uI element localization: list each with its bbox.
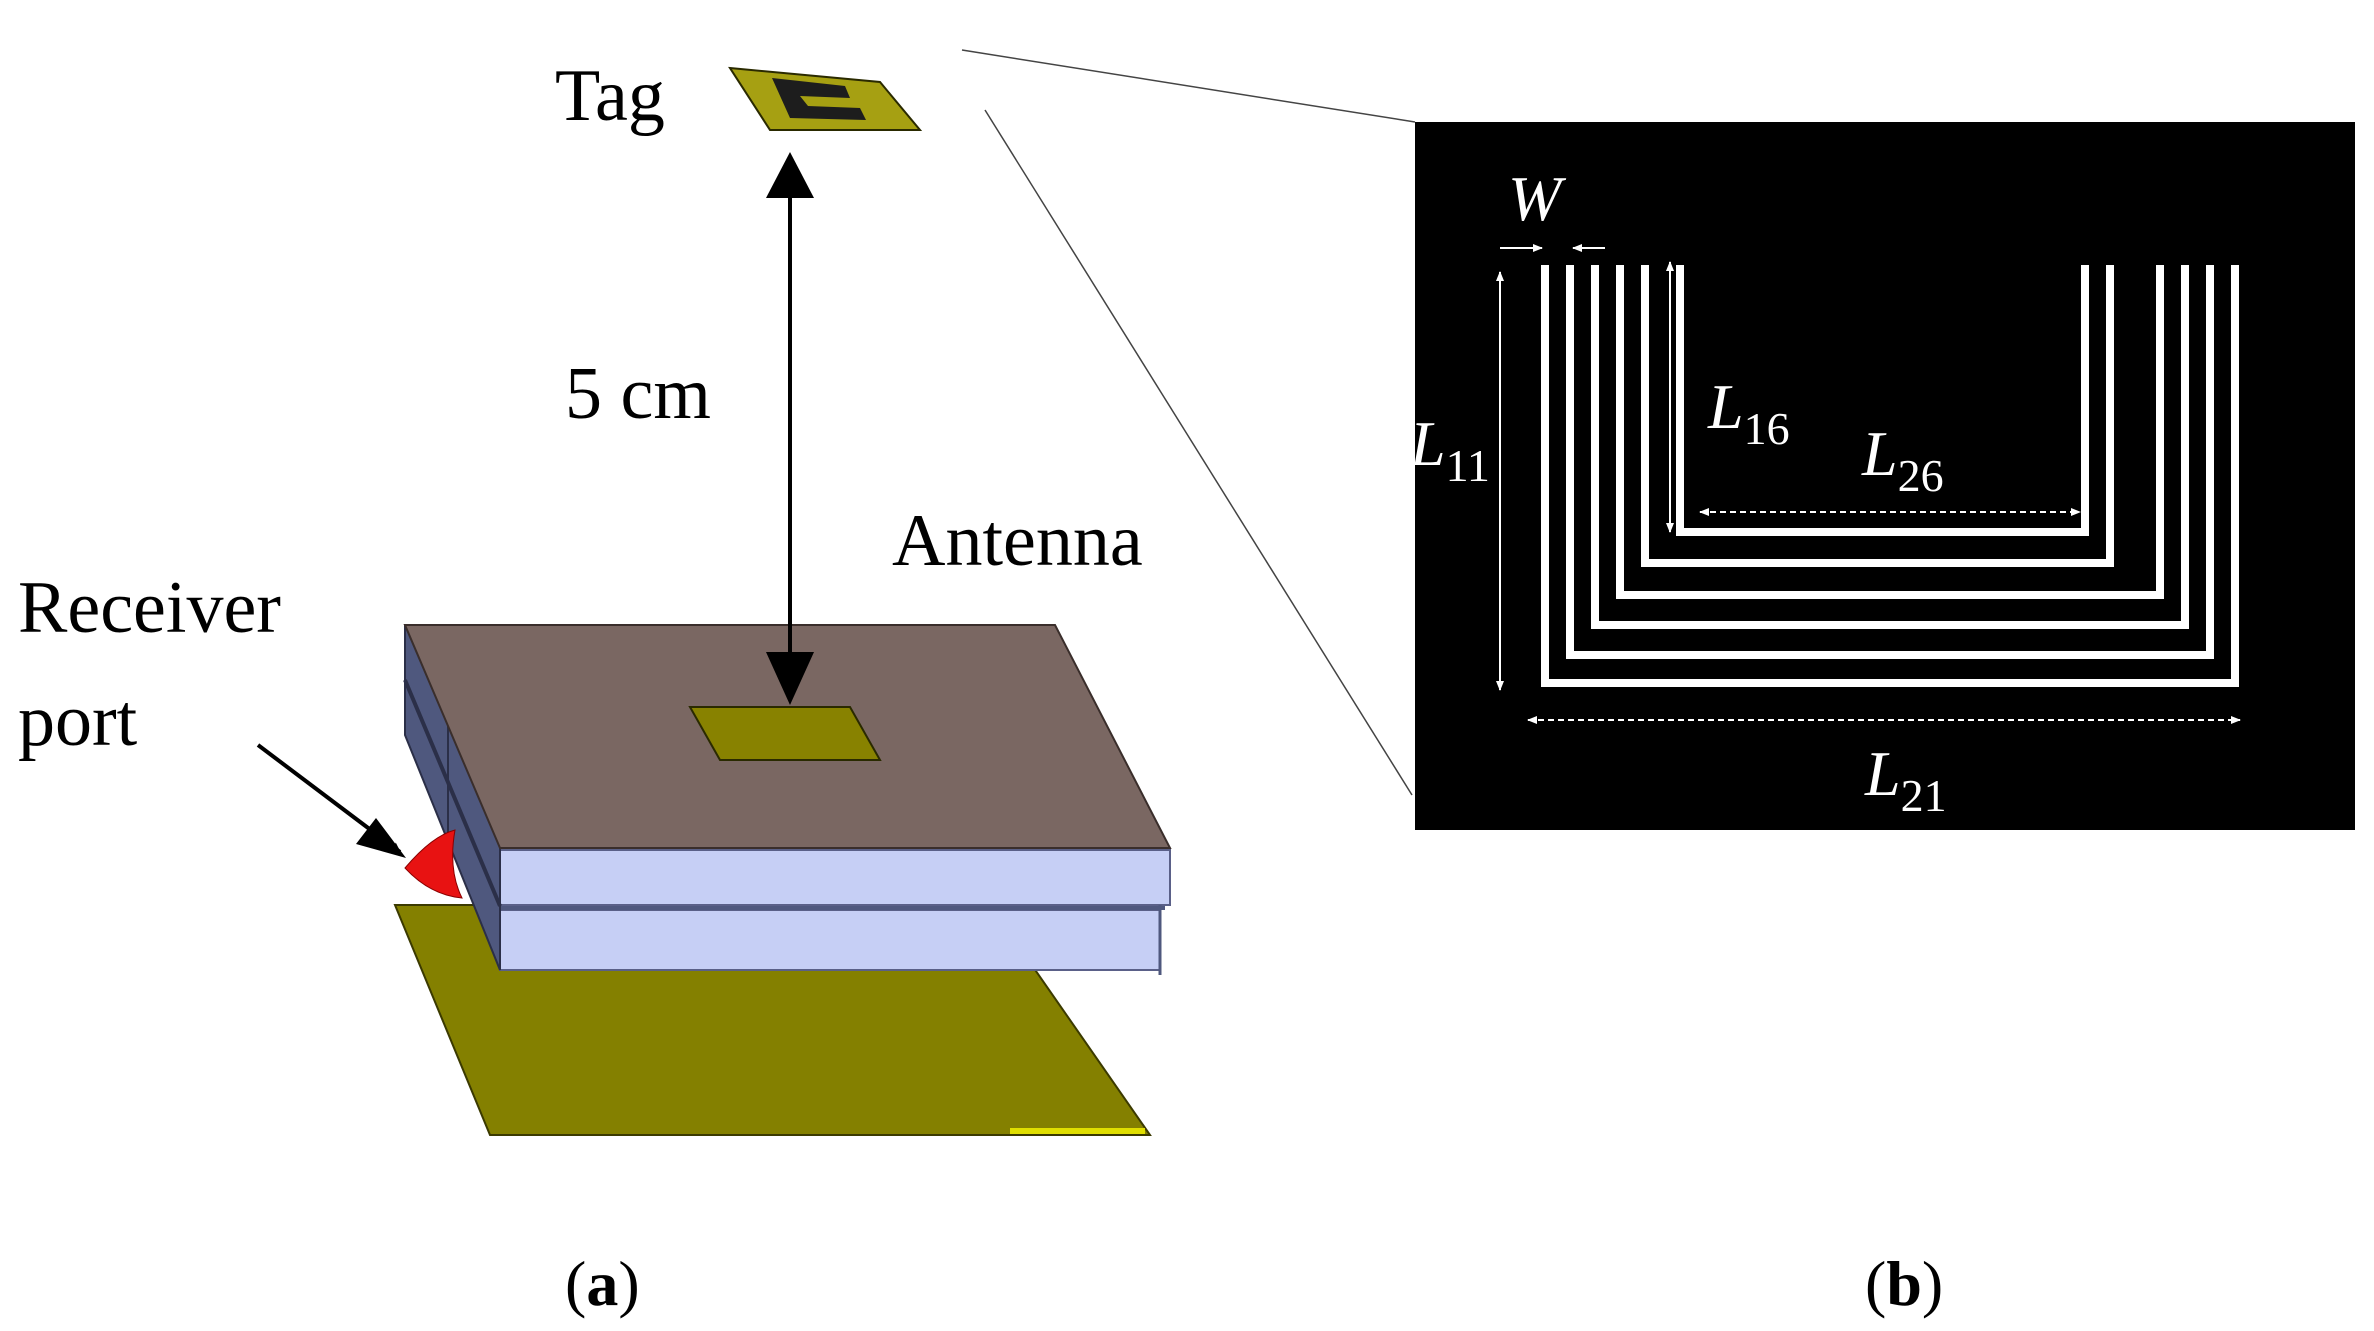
caption-a-letter: a	[586, 1248, 618, 1319]
caption-a-close: )	[618, 1248, 639, 1319]
coil-trace-1	[1541, 265, 2239, 687]
distance-arrow-top	[766, 152, 814, 198]
coil-traces	[1541, 265, 2239, 687]
substrate-front-upper	[499, 849, 1171, 906]
coil-trace-3	[1591, 265, 2189, 629]
l16-main: L	[1707, 371, 1744, 442]
caption-a: (a)	[565, 1248, 640, 1319]
tag-board	[728, 66, 923, 131]
l21-sub: 21	[1901, 770, 1947, 821]
coil-trace-5	[1641, 265, 2114, 567]
l16-sub: 16	[1744, 403, 1790, 454]
tag-label: Tag	[555, 55, 665, 137]
panel-a: Tag 5 cm Antenna Receiver port	[18, 49, 1416, 1136]
caption-b-close: )	[1922, 1248, 1943, 1319]
coil-trace-6	[1676, 265, 2089, 536]
stack-layer-line-1	[403, 679, 502, 907]
l26-main: L	[1861, 418, 1898, 489]
distance-label: 5 cm	[565, 353, 711, 435]
tag-coil-pattern	[772, 78, 866, 120]
receiver-label: Receiver	[18, 567, 281, 649]
l11-main: L	[1409, 408, 1446, 479]
caption-b-letter: b	[1886, 1248, 1922, 1319]
antenna-patch	[688, 706, 882, 761]
antenna-label: Antenna	[892, 500, 1143, 582]
receiver-port-marker	[404, 829, 463, 899]
l21-main: L	[1864, 738, 1901, 809]
caption-b: (b)	[1865, 1248, 1943, 1319]
caption-b-open: (	[1865, 1248, 1886, 1319]
coil-trace-4	[1616, 265, 2164, 599]
substrate-front-lower	[499, 909, 1161, 971]
coil-trace-2	[1566, 265, 2214, 659]
l16-label: L16	[1707, 371, 1790, 454]
tag	[728, 66, 923, 131]
caption-a-open: (	[565, 1248, 586, 1319]
l11-label: L11	[1409, 408, 1490, 491]
panel-b: W L11 L16 L26 L21	[1409, 122, 2355, 830]
distance-arrow-bottom	[766, 652, 814, 705]
receiver-arrow-head	[356, 818, 406, 858]
l11-sub: 11	[1446, 440, 1490, 491]
l26-sub: 26	[1898, 450, 1944, 501]
zoom-line-bottom	[984, 109, 1413, 796]
l21-label: L21	[1864, 738, 1947, 821]
l26-label: L26	[1861, 418, 1944, 501]
port-label: port	[18, 680, 138, 762]
zoom-line-top	[961, 49, 1416, 123]
w-label: W	[1508, 163, 1567, 234]
